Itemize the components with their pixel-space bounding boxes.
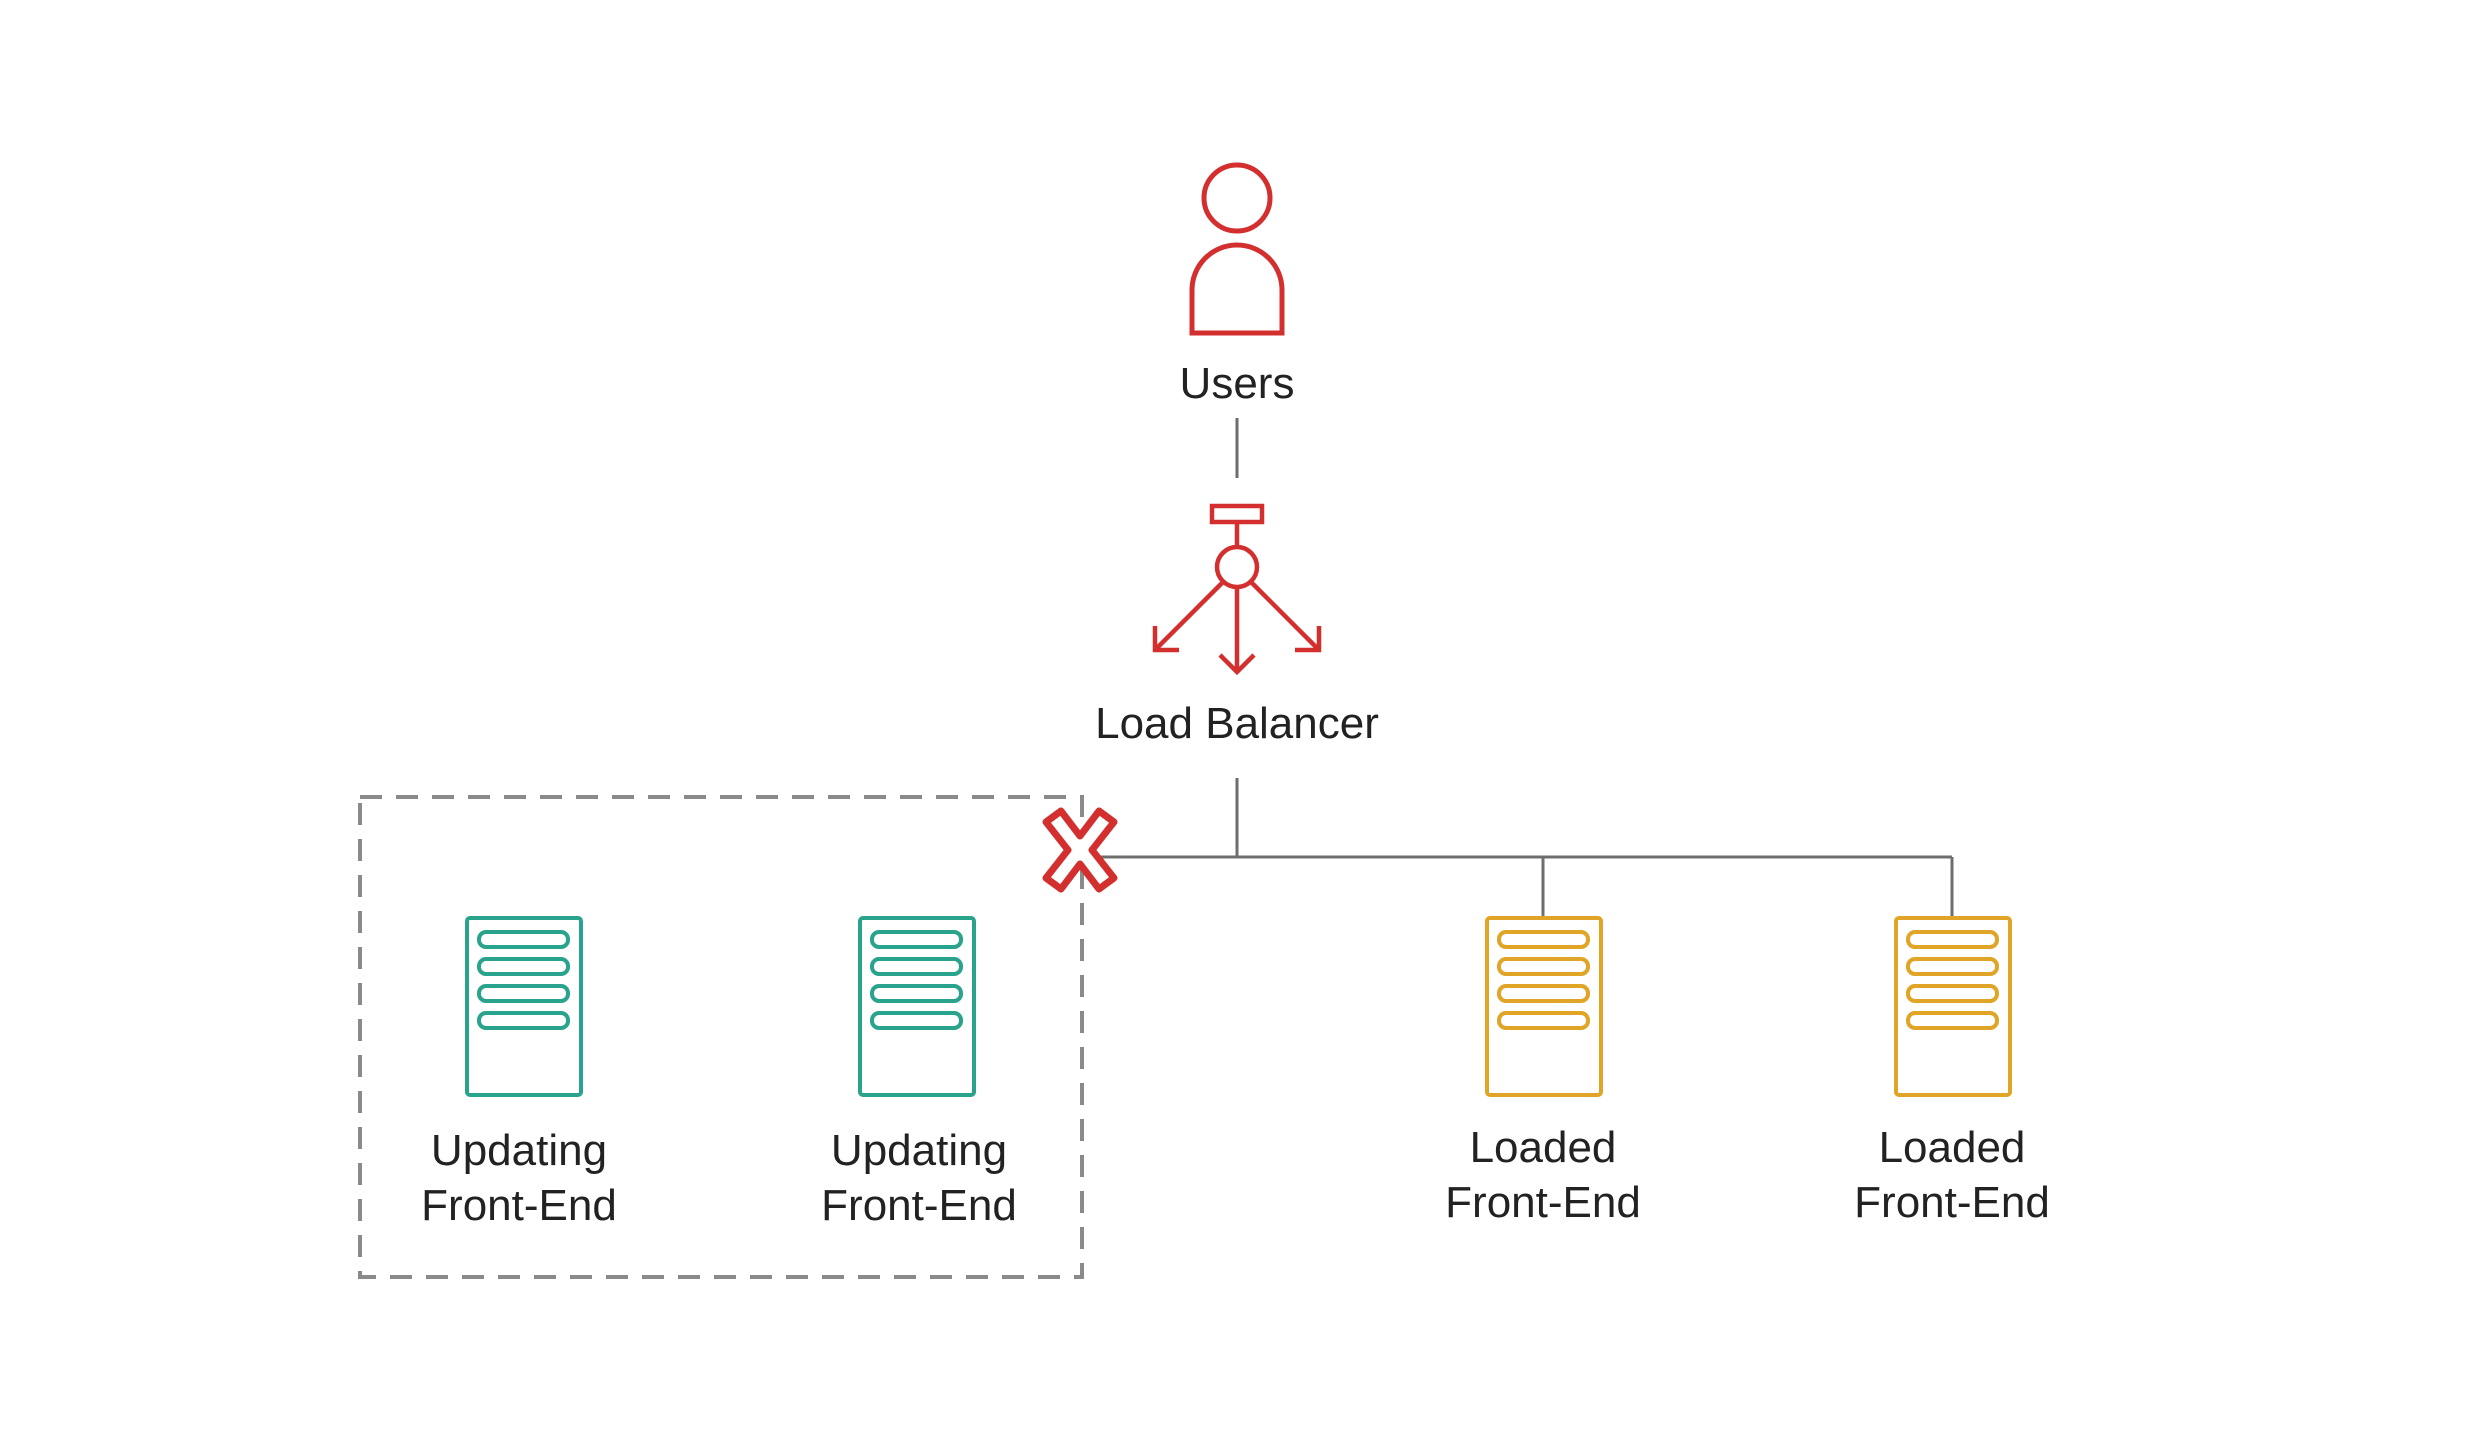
users-label: Users (1180, 359, 1295, 408)
updating-front-end-1-sublabel: Front-End (421, 1181, 617, 1230)
server-icon (858, 916, 976, 1097)
updating-front-end-2-label: Updating (831, 1126, 1007, 1175)
load-balancer-label: Load Balancer (1095, 699, 1379, 748)
loaded-front-end-2-sublabel: Front-End (1854, 1178, 2050, 1227)
server-icon (465, 916, 583, 1097)
updating-group-box (358, 795, 1084, 1279)
connectors (1085, 418, 1954, 918)
server-icon (1894, 916, 2012, 1097)
server-icon (1485, 916, 1603, 1097)
loaded-front-end-1-sublabel: Front-End (1445, 1178, 1641, 1227)
user-icon (1189, 162, 1285, 336)
updating-front-end-2-sublabel: Front-End (821, 1181, 1017, 1230)
x-mark-icon (1042, 807, 1118, 893)
loaded-front-end-2-label: Loaded (1879, 1123, 2026, 1172)
loaded-front-end-1-label: Loaded (1470, 1123, 1617, 1172)
load-balancer-icon (1152, 503, 1322, 676)
updating-front-end-1-label: Updating (431, 1126, 607, 1175)
